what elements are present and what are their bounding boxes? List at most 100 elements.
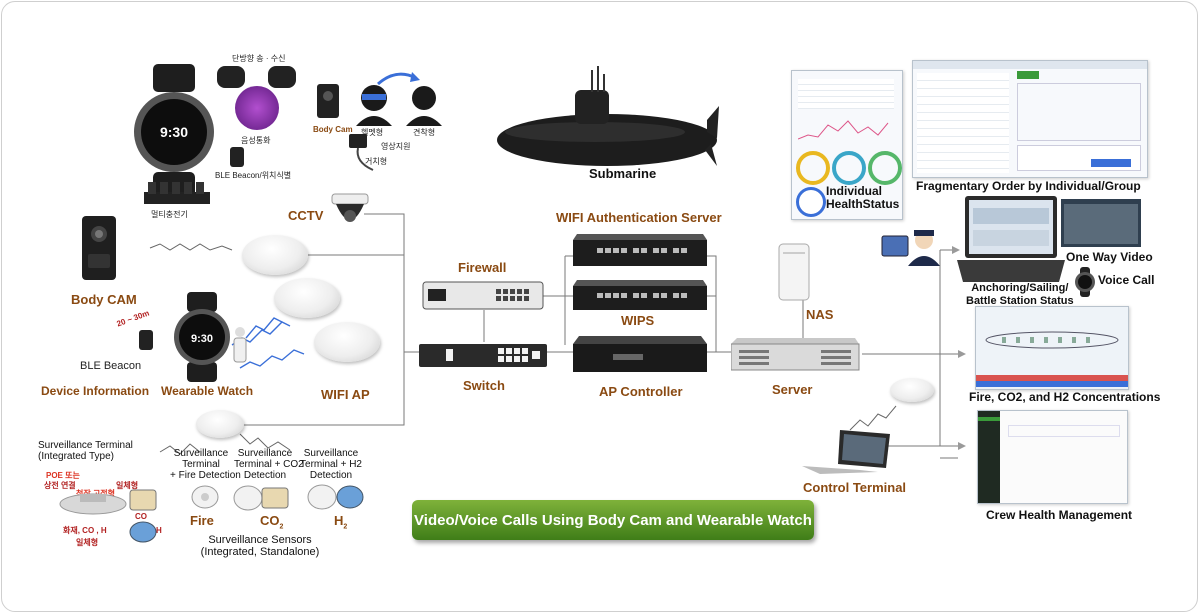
voice-call-label: Voice Call [1098,273,1155,287]
kor-ceiling: 천장 고정형 [76,489,116,498]
kor-poe: POE 또는 [46,471,80,480]
crew-sidebar [978,411,1000,503]
kor-fire-co-h: 화재, CO , H [63,526,107,535]
ceiling-sensor-device [59,493,127,515]
kor-power: 상전 연결 [44,481,76,490]
co2-text: CO [260,513,280,528]
frag-message-grid [1017,83,1141,141]
one-way-video-label: One Way Video [1066,250,1153,264]
kor-stand: 거치형 [365,157,388,166]
gas-concentration-screen [975,306,1129,390]
wifi-auth-server-label: WIFI Authentication Server [556,210,722,225]
co2-label: CO2 [260,513,283,531]
fire-detector-device [191,485,219,509]
switch-device [419,344,547,367]
h2-detector-device [307,484,364,510]
wearable-watch-label: Wearable Watch [161,384,254,398]
surveillance-sensors-label: Surveillance Sensors (Integrated, Standa… [200,534,320,558]
crew-health-label: Crew Health Management [986,508,1133,522]
watch-bubble-left [217,66,245,88]
crew-sidebar-active [978,417,1000,421]
ap-controller-label: AP Controller [599,384,683,399]
h2-text: H [334,513,344,528]
multi-charger-icon [144,182,210,204]
firewall-device [422,281,544,310]
surveillance-integrated-label: Surveillance Terminal (Integrated Type) [38,440,133,462]
integrated-sensor-box [129,489,157,511]
arrow-icon [377,72,420,86]
wifi-ap-2 [274,278,340,318]
anchoring-status-label: Anchoring/Sailing/ Battle Station Status [966,282,1074,307]
frag-send-button [1091,159,1131,167]
health-graph [798,120,889,140]
nas-label: NAS [806,307,834,322]
kor-video-support: 영상지원 [381,142,411,151]
wifi-ap-3 [314,322,380,362]
small-body-cam-icon [317,84,339,118]
kor-co2-small: CO [135,512,147,521]
kor-integrated: 일체형 [116,481,139,490]
fire-label: Fire [190,513,214,528]
kor-top-bubble: 단방향 송 · 수신 [232,54,286,63]
kor-voice-call: 음성통화 [241,136,271,145]
frag-tab-active [1017,71,1039,79]
crew-toolbar [1008,425,1120,437]
st-co2-label: Surveillance Terminal + CO2 Detection [234,448,304,481]
frag-input-box [1017,145,1141,171]
wips-device [573,280,707,310]
wips-label: WIPS [621,313,655,328]
cctv-label: CCTV [288,208,324,223]
server-label: Server [772,382,813,397]
banner: Video/Voice Calls Using Body Cam and Wea… [412,500,814,540]
st-fire-label: Surveillance Terminal + Fire Detection [170,448,241,481]
health-table [798,79,894,109]
gauge-1 [796,151,830,185]
health-icon [796,187,826,217]
kor-multi-charger: 멀티충전기 [151,210,188,219]
kor-h-small: H [156,526,162,535]
device-information-label: Device Information [41,384,150,398]
nas-device [778,243,810,301]
surveillance-ap [196,410,244,438]
cctv-camera [331,193,369,222]
watch-time-small: 9:30 [191,333,213,345]
alert-bar-red [976,375,1128,381]
watch-bubble-right [268,66,296,88]
watch-time-large: 9:30 [160,124,188,140]
co2-detector-device [233,485,289,511]
sailor-figure [233,327,247,363]
shoulder-person-icon [406,86,442,126]
individual-health-label: Individual HealthStatus [826,184,900,211]
stand-mount-icon [349,134,374,171]
body-cam-label: Body CAM [71,292,137,307]
control-terminal-label: Control Terminal [803,480,907,495]
kor-body-cam: Body Cam [313,125,353,134]
kor-helmet: 헬멧형 [361,128,384,137]
fragmentary-order-screen [912,60,1148,178]
submarine-illustration [497,66,719,166]
switch-label: Switch [463,378,505,393]
co2-subscript: 2 [279,523,284,531]
frag-list [917,73,1009,173]
ble-beacon-device [139,330,153,350]
alert-bar-blue [976,381,1128,387]
crew-health-screen [977,410,1128,504]
kor-ble-location: BLE Beacon/위치식별 [215,171,292,180]
h2-label: H2 [334,513,347,531]
wearable-watch-device: 9:30 [174,292,230,382]
submarine-schematic [985,331,1119,349]
frag-titlebar [913,61,1147,69]
h2-subscript: 2 [343,523,348,531]
one-way-video-screen [1061,199,1141,247]
kor-shoulder: 견착형 [413,128,436,137]
ble-beacon-label: BLE Beacon [80,360,142,372]
body-cam-device [82,216,116,280]
control-terminal-laptop [802,430,890,474]
wifi-auth-server-device [573,234,707,266]
h2-small-sensor [129,521,157,543]
wifi-ap-1 [242,235,308,275]
commander-figure [881,230,940,266]
submarine-label: Submarine [589,166,657,181]
gauge-2 [832,151,866,185]
